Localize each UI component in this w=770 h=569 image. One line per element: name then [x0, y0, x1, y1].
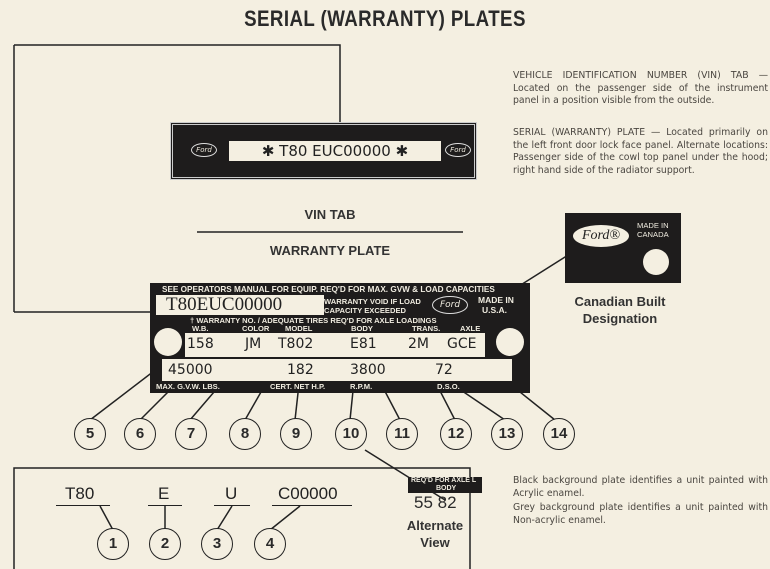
alternate-strip-text: REQ'D FOR AXLE L: [411, 477, 477, 484]
rpm-value: 3800: [350, 362, 386, 378]
plate-row1-strip: [185, 333, 485, 357]
mounting-hole: [643, 249, 669, 275]
void-text: WARRANTY VOID IF LOAD: [324, 297, 421, 306]
callout-1: 1: [97, 528, 129, 560]
grey-plate-note: Grey background plate identifies a unit …: [513, 502, 768, 526]
mounting-hole: [496, 328, 524, 356]
black-plate-note: Black background plate identifies a unit…: [513, 475, 768, 499]
footer-dso: D.S.O.: [437, 382, 460, 391]
ford-logo: Ford: [445, 143, 471, 157]
vin-note: VEHICLE IDENTIFICATION NUMBER (VIN) TAB …: [513, 70, 768, 106]
callout-5: 5: [74, 418, 106, 450]
made-in: MADE IN: [637, 221, 669, 230]
ford-logo: Ford: [191, 143, 217, 157]
alternate-caption: Alternate: [406, 518, 464, 533]
alternate-value: 55 82: [414, 493, 457, 512]
footer-gvw: MAX. G.V.W. LBS.: [156, 382, 220, 391]
alternate-caption: View: [420, 535, 450, 550]
trans-value: 2M: [408, 336, 429, 352]
serial-note: SERIAL (WARRANTY) PLATE — Located primar…: [513, 127, 768, 176]
mounting-hole: [154, 328, 182, 356]
callout-11: 11: [386, 418, 418, 450]
callout-9: 9: [280, 418, 312, 450]
header-wb: W.B.: [192, 324, 209, 333]
page-title: SERIAL (WARRANTY) PLATES: [244, 6, 526, 31]
callout-3: 3: [201, 528, 233, 560]
tires-text: † WARRANTY NO. / ADEQUATE TIRES REQ'D FO…: [190, 316, 437, 325]
ford-logo: Ford®: [573, 225, 629, 247]
callout-6: 6: [124, 418, 156, 450]
hp-value: 182: [287, 362, 314, 378]
part-t80: T80: [65, 484, 95, 503]
header-axle: AXLE: [460, 324, 481, 333]
callout-10: 10: [335, 418, 367, 450]
footer-hp: CERT. NET H.P.: [270, 382, 326, 391]
header-model: MODEL: [285, 324, 313, 333]
made-in: CANADA: [637, 230, 669, 239]
alternate-body-label: BODY: [436, 485, 457, 492]
dso-value: 72: [435, 362, 453, 378]
header-trans: TRANS.: [412, 324, 441, 333]
bracket-line: [14, 44, 341, 150]
wb-value: 158: [187, 336, 214, 352]
header-color: COLOR: [242, 324, 270, 333]
canadian-caption: Canadian Built: [574, 294, 666, 309]
part-e: E: [158, 484, 170, 503]
callout-12: 12: [440, 418, 472, 450]
color-value: JM: [245, 336, 262, 352]
alternate-plate: REQ'D FOR AXLE L BODY: [408, 477, 482, 493]
plate-serial: T80EUC00000: [156, 295, 324, 315]
vin-tab-label: VIN TAB: [304, 207, 356, 222]
gvw-value: 45000: [168, 362, 213, 378]
canadian-plate: Ford® MADE IN CANADA: [565, 213, 681, 283]
part-c00000: C00000: [278, 484, 338, 503]
callout-13: 13: [491, 418, 523, 450]
plate-top-text: SEE OPERATORS MANUAL FOR EQUIP. REQ'D FO…: [162, 285, 495, 294]
header-body: BODY: [351, 324, 373, 333]
axle-value: GCE: [447, 336, 477, 352]
warranty-plate-label: WARRANTY PLATE: [269, 243, 391, 258]
plate-row2-strip: [162, 359, 512, 381]
breakdown-box: [13, 467, 471, 569]
canadian-caption: Designation: [582, 311, 658, 326]
vin-number: ✱ T80 EUC00000 ✱: [229, 141, 441, 161]
made-in: U.S.A.: [482, 305, 508, 315]
callout-2: 2: [149, 528, 181, 560]
vin-tab: Ford ✱ T80 EUC00000 ✱ Ford: [170, 122, 477, 180]
callout-8: 8: [229, 418, 261, 450]
callout-7: 7: [175, 418, 207, 450]
warranty-plate: SEE OPERATORS MANUAL FOR EQUIP. REQ'D FO…: [150, 283, 530, 393]
made-in: MADE IN: [478, 295, 514, 305]
model-value: T802: [278, 336, 314, 352]
void-text: CAPACITY EXCEEDED: [324, 306, 406, 315]
ford-logo: Ford: [432, 296, 468, 314]
callout-14: 14: [543, 418, 575, 450]
callout-4: 4: [254, 528, 286, 560]
part-u: U: [225, 484, 238, 503]
body-value: E81: [350, 336, 377, 352]
footer-rpm: R.P.M.: [350, 382, 373, 391]
